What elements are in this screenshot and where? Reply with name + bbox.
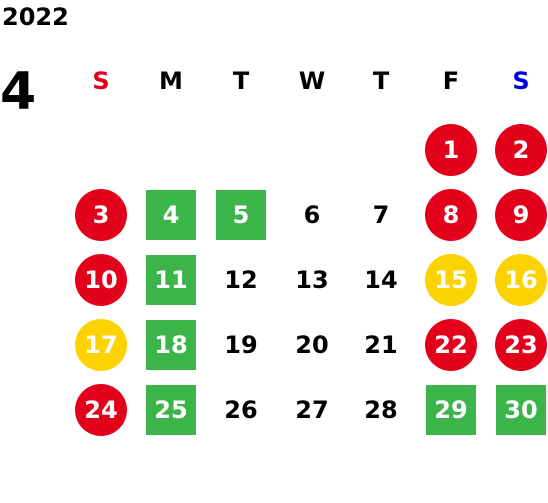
day-cell-9[interactable]: 9	[495, 189, 547, 241]
day-cell-16[interactable]: 16	[495, 254, 547, 306]
calendar-month: 4	[0, 62, 37, 122]
day-cell-28[interactable]: 28	[364, 396, 398, 424]
day-cell-5[interactable]: 5	[216, 190, 266, 240]
day-cell-17[interactable]: 17	[75, 319, 127, 371]
day-cell-29[interactable]: 29	[426, 385, 476, 435]
day-cell-30[interactable]: 30	[496, 385, 546, 435]
day-cell-6[interactable]: 6	[303, 201, 321, 229]
day-cell-2[interactable]: 2	[495, 124, 547, 176]
day-cell-20[interactable]: 20	[295, 331, 329, 359]
day-cell-23[interactable]: 23	[495, 319, 547, 371]
weekday-label-tue: T	[232, 67, 250, 95]
calendar-year: 2022	[2, 3, 69, 31]
day-cell-21[interactable]: 21	[364, 331, 398, 359]
weekday-label-mon: M	[159, 67, 183, 95]
day-cell-7[interactable]: 7	[372, 201, 390, 229]
day-cell-1[interactable]: 1	[425, 124, 477, 176]
day-cell-12[interactable]: 12	[224, 266, 258, 294]
weekday-label-sat: S	[512, 67, 530, 95]
day-cell-8[interactable]: 8	[425, 189, 477, 241]
day-cell-25[interactable]: 25	[146, 385, 196, 435]
weekday-label-sun: S	[92, 67, 110, 95]
day-cell-4[interactable]: 4	[146, 190, 196, 240]
day-cell-27[interactable]: 27	[295, 396, 329, 424]
day-cell-10[interactable]: 10	[75, 254, 127, 306]
day-cell-11[interactable]: 11	[146, 255, 196, 305]
day-cell-3[interactable]: 3	[75, 189, 127, 241]
day-cell-24[interactable]: 24	[75, 384, 127, 436]
weekday-label-wed: W	[298, 67, 326, 95]
day-cell-19[interactable]: 19	[224, 331, 258, 359]
day-cell-22[interactable]: 22	[425, 319, 477, 371]
weekday-label-fri: F	[442, 67, 460, 95]
weekday-label-thu: T	[372, 67, 390, 95]
day-cell-26[interactable]: 26	[224, 396, 258, 424]
day-cell-15[interactable]: 15	[425, 254, 477, 306]
day-cell-18[interactable]: 18	[146, 320, 196, 370]
day-cell-14[interactable]: 14	[364, 266, 398, 294]
day-cell-13[interactable]: 13	[295, 266, 329, 294]
